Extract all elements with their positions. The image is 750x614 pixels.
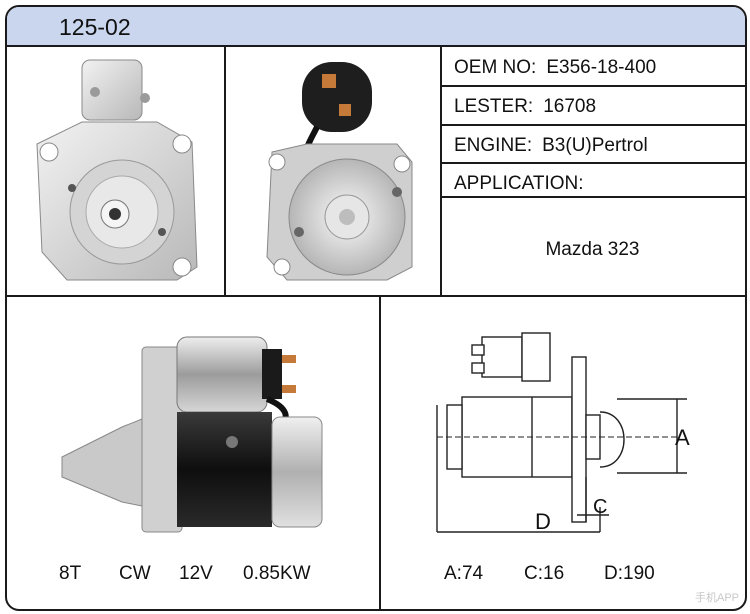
application-value: Mazda 323 [545, 239, 640, 260]
divider [440, 45, 442, 297]
dimension-c: C:16 [524, 563, 565, 584]
dimension-diagram: A C D [436, 332, 690, 534]
rating-rotation: CW [119, 563, 151, 584]
starter-side-photo [61, 336, 323, 533]
starter-rear-photo [266, 62, 413, 281]
dimension-d: D:190 [604, 563, 655, 584]
rating-voltage: 12V [179, 563, 213, 584]
spec-lester: LESTER:16708 [454, 96, 597, 117]
divider [440, 124, 745, 126]
divider [440, 196, 745, 198]
divider [7, 295, 745, 297]
label-a: A [675, 425, 690, 450]
starter-front-photo [36, 59, 198, 281]
label-d: D [535, 509, 551, 534]
divider [224, 45, 226, 297]
divider [379, 297, 381, 609]
part-code: 125-02 [59, 14, 131, 40]
rating-teeth: 8T [59, 563, 82, 584]
product-sheet: 125-02 OEM NO:E356-18-400 LESTER:16708 E… [5, 5, 747, 611]
spec-application: APPLICATION: [454, 173, 584, 194]
spec-oem: OEM NO:E356-18-400 [454, 57, 657, 78]
rating-power: 0.85KW [243, 563, 311, 584]
watermark: 手机APP [694, 592, 739, 604]
divider [440, 162, 745, 164]
dimension-a: A:74 [444, 563, 484, 584]
divider [440, 85, 745, 87]
spec-engine: ENGINE:B3(U)Pertrol [454, 135, 648, 156]
header-bar: 125-02 [7, 7, 745, 47]
label-c: C [593, 496, 607, 518]
